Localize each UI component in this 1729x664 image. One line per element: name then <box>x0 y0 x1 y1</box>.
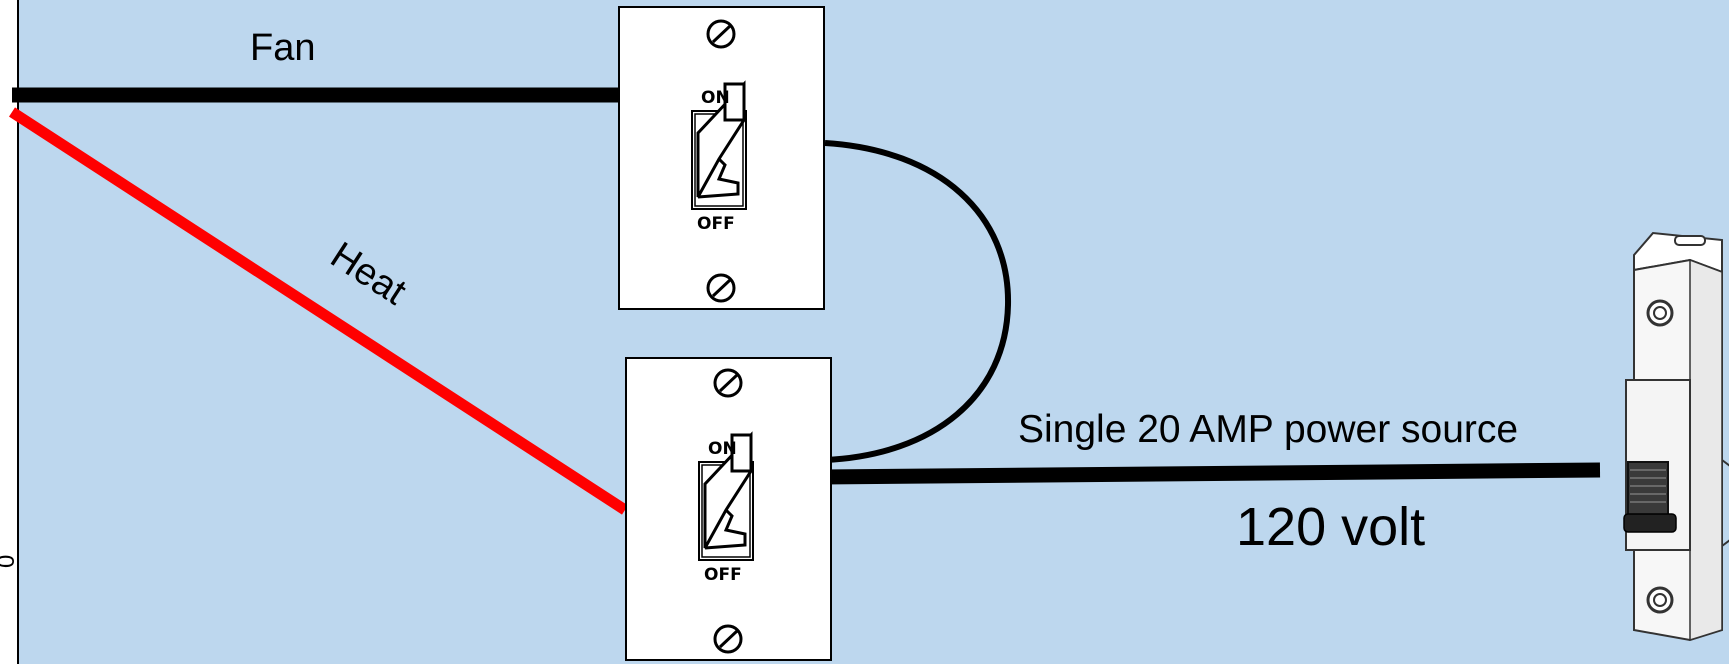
switch-plate <box>625 357 832 661</box>
toggle-switch-icon <box>691 80 747 210</box>
switch-on-label: ON <box>708 439 737 459</box>
power-source-label: Single 20 AMP power source <box>1018 408 1518 451</box>
breaker-side-face <box>1689 258 1723 642</box>
power-source-wire <box>821 462 1601 485</box>
margin-mark: 0 <box>0 555 20 568</box>
switch-plate <box>618 6 825 310</box>
breaker-slot <box>1674 235 1706 246</box>
screw-icon <box>706 19 736 49</box>
switch-off-label: OFF <box>704 565 742 585</box>
heat-switch[interactable]: ON OFF <box>625 357 832 661</box>
circuit-breaker-icon[interactable] <box>1623 231 1729 642</box>
switch-off-label: OFF <box>697 214 735 234</box>
jumper-wire <box>824 140 1012 463</box>
screw-icon <box>713 624 743 654</box>
screw-icon <box>1646 299 1674 327</box>
heat-wire <box>9 107 628 515</box>
toggle-switch-icon <box>698 431 754 561</box>
screw-icon <box>1646 586 1674 614</box>
switch-on-label: ON <box>701 88 730 108</box>
screw-icon <box>713 368 743 398</box>
fan-switch[interactable]: ON OFF <box>618 6 825 310</box>
voltage-label: 120 volt <box>1236 497 1425 557</box>
fan-label: Fan <box>250 27 315 69</box>
screw-icon <box>706 273 736 303</box>
diagram-background <box>18 0 1729 664</box>
